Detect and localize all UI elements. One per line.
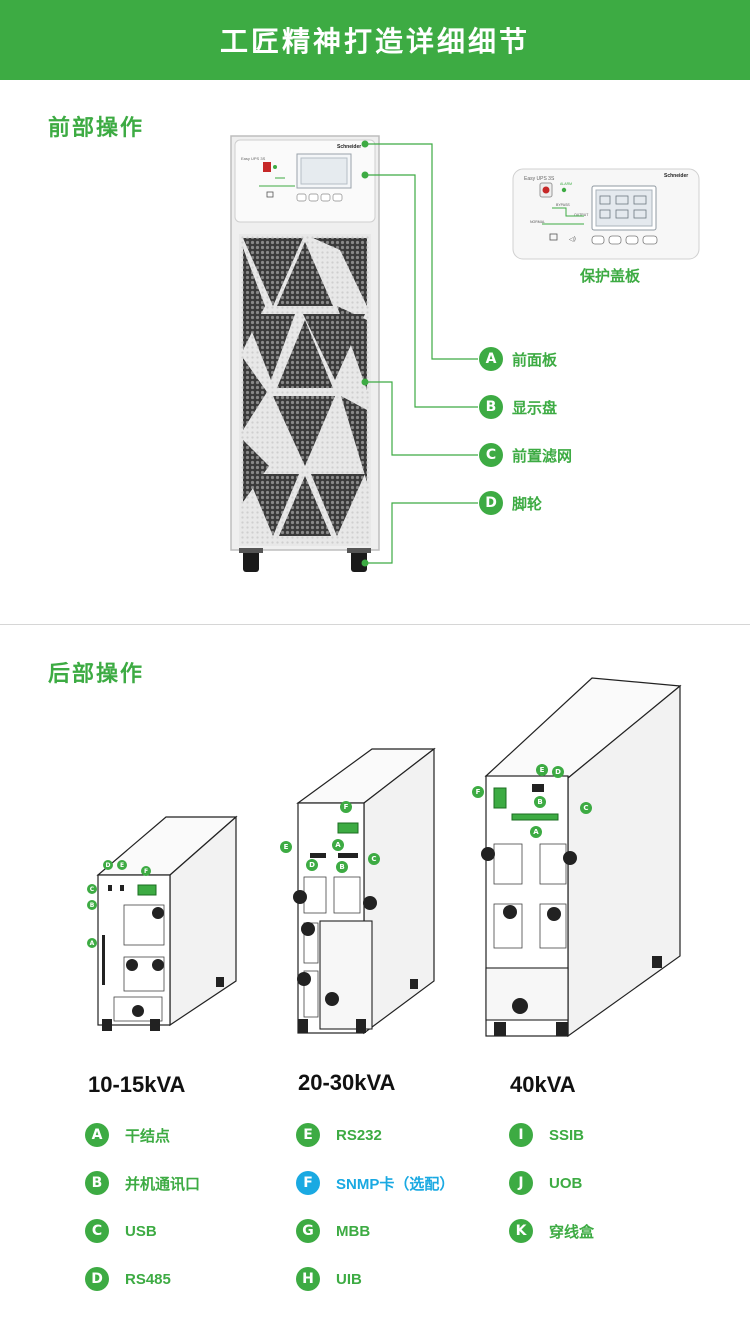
front-label-b-badge: B bbox=[479, 395, 503, 419]
legend-item-j: J UOB bbox=[509, 1171, 582, 1195]
svg-text:F: F bbox=[144, 868, 148, 875]
legend-item-b: B 并机通讯口 bbox=[85, 1171, 200, 1195]
legend-text-j: UOB bbox=[549, 1174, 583, 1192]
legend-text-e: RS232 bbox=[336, 1126, 382, 1144]
front-section-title: 前部操作 bbox=[48, 115, 145, 140]
legend-badge-d: D bbox=[85, 1267, 109, 1291]
legend-text-c: USB bbox=[125, 1222, 157, 1240]
rear-ups-10-15kva-illustration: C B A D E F bbox=[87, 815, 238, 1031]
front-label-c: C 前置滤网 bbox=[479, 443, 572, 467]
legend-badge-g: G bbox=[296, 1219, 320, 1243]
legend-item-f: F SNMP卡（选配） bbox=[296, 1171, 454, 1195]
legend-badge-j: J bbox=[509, 1171, 533, 1195]
front-label-d-badge: D bbox=[479, 491, 503, 515]
legend-badge-c: C bbox=[85, 1219, 109, 1243]
front-leader-lines bbox=[361, 140, 478, 567]
svg-text:C: C bbox=[583, 804, 588, 812]
legend-badge-a: A bbox=[85, 1123, 109, 1147]
legend-item-a: A 干结点 bbox=[85, 1123, 170, 1147]
legend-badge-i: I bbox=[509, 1123, 533, 1147]
legend-item-g: G MBB bbox=[296, 1219, 370, 1243]
legend-item-k: K 穿线盒 bbox=[509, 1219, 594, 1243]
front-ups-illustration: Easy UPS 3S Schneider bbox=[230, 135, 380, 572]
cover-caption: 保护盖板 bbox=[579, 268, 640, 285]
cover-brand: Schneider bbox=[664, 173, 688, 179]
svg-text:A: A bbox=[90, 940, 95, 947]
svg-text:B: B bbox=[90, 902, 95, 909]
svg-text:D: D bbox=[309, 861, 315, 869]
rear-section-title: 后部操作 bbox=[48, 661, 145, 686]
svg-text:B: B bbox=[537, 798, 542, 806]
header-banner: 工匠精神打造详细细节 bbox=[0, 0, 750, 80]
legend-text-d: RS485 bbox=[125, 1270, 171, 1288]
legend-text-k: 穿线盒 bbox=[549, 1223, 595, 1241]
legend-text-g: MBB bbox=[336, 1222, 371, 1240]
front-panel-brand: Schneider bbox=[337, 144, 361, 150]
legend-item-i: I SSIB bbox=[509, 1123, 584, 1147]
legend-text-h: UIB bbox=[336, 1270, 362, 1288]
front-label-a: A 前面板 bbox=[479, 347, 557, 371]
front-label-a-badge: A bbox=[479, 347, 503, 371]
legend-text-a: 干结点 bbox=[125, 1127, 171, 1145]
legend-badge-h: H bbox=[296, 1267, 320, 1291]
svg-text:C: C bbox=[371, 855, 376, 863]
legend-badge-b: B bbox=[85, 1171, 109, 1195]
protective-cover-illustration: Easy UPS 3S Schneider ALARM BYPASS NORMA… bbox=[512, 168, 700, 260]
section-divider bbox=[0, 624, 750, 625]
front-label-c-text: 前置滤网 bbox=[512, 447, 573, 465]
legend-item-h: H UIB bbox=[296, 1267, 362, 1291]
model-title-20-30kva: 20-30kVA bbox=[298, 1070, 396, 1095]
cover-output-text: OUTPUT bbox=[574, 213, 589, 217]
legend-text-i: SSIB bbox=[549, 1126, 585, 1144]
model-title-10-15kva: 10-15kVA bbox=[88, 1072, 186, 1097]
svg-text:F: F bbox=[344, 803, 349, 811]
front-label-b-text: 显示盘 bbox=[512, 399, 558, 417]
front-label-b: B 显示盘 bbox=[479, 395, 557, 419]
front-panel-model-text: Easy UPS 3S bbox=[241, 156, 266, 161]
svg-text:E: E bbox=[284, 843, 289, 851]
svg-text:C: C bbox=[90, 886, 95, 893]
banner-title: 工匠精神打造详细细节 bbox=[219, 26, 530, 57]
cover-alarm-text: ALARM bbox=[560, 182, 572, 186]
rear-ups-40kva-illustration: F E D B C A bbox=[472, 677, 682, 1038]
svg-text:B: B bbox=[339, 863, 344, 871]
cover-normal-text: NORMAL bbox=[530, 220, 545, 224]
svg-text:A: A bbox=[335, 841, 341, 849]
legend-item-d: D RS485 bbox=[85, 1267, 171, 1291]
cover-model-text: Easy UPS 3S bbox=[524, 176, 555, 182]
svg-text:D: D bbox=[555, 768, 561, 776]
legend-item-e: E RS232 bbox=[296, 1123, 382, 1147]
svg-text:◁): ◁) bbox=[569, 236, 576, 243]
front-label-d-text: 脚轮 bbox=[512, 495, 543, 513]
legend-badge-f: F bbox=[296, 1171, 320, 1195]
svg-text:A: A bbox=[533, 828, 539, 836]
svg-text:F: F bbox=[476, 788, 481, 796]
legend-badge-e: E bbox=[296, 1123, 320, 1147]
front-label-c-badge: C bbox=[479, 443, 503, 467]
svg-text:E: E bbox=[120, 862, 124, 869]
front-label-a-text: 前面板 bbox=[512, 351, 558, 369]
legend-text-f: SNMP卡（选配） bbox=[336, 1175, 455, 1193]
svg-text:E: E bbox=[540, 766, 545, 774]
legend-text-b: 并机通讯口 bbox=[125, 1175, 201, 1193]
front-label-d: D 脚轮 bbox=[479, 491, 542, 515]
rear-ups-20-30kva-illustration: F A E D C B bbox=[280, 747, 436, 1035]
cover-bypass-text: BYPASS bbox=[556, 203, 570, 207]
model-title-40kva: 40kVA bbox=[510, 1072, 576, 1097]
legend-badge-k: K bbox=[509, 1219, 533, 1243]
svg-text:D: D bbox=[106, 862, 111, 869]
legend-item-c: C USB bbox=[85, 1219, 157, 1243]
